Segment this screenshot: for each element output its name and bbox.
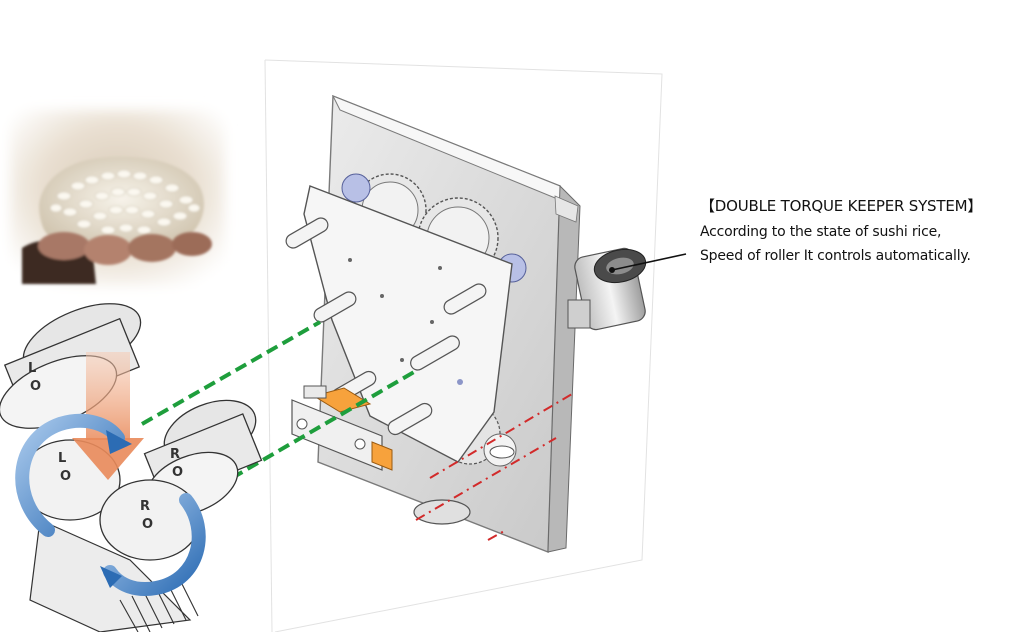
sketch-frame bbox=[264, 59, 663, 632]
roller-letter: O bbox=[172, 465, 183, 480]
roller-letter: O bbox=[30, 379, 41, 394]
green-guide-lines bbox=[141, 320, 416, 480]
motor-icon bbox=[567, 247, 647, 331]
rotation-arrowhead-right bbox=[100, 566, 122, 588]
annotation-block: 【DOUBLE TORQUE KEEPER SYSTEM】 According … bbox=[700, 196, 1030, 266]
roller-letter: L bbox=[58, 451, 66, 466]
hand-fingers bbox=[22, 232, 212, 284]
annotation-title: 【DOUBLE TORQUE KEEPER SYSTEM】 bbox=[700, 197, 983, 215]
lower-mechanism bbox=[413, 445, 515, 525]
rice-photo bbox=[10, 110, 225, 286]
rotation-arrows bbox=[15, 413, 206, 596]
rice-photo-frame bbox=[0, 88, 254, 316]
callout-dot bbox=[609, 267, 615, 273]
rice-ball bbox=[39, 156, 204, 250]
annotation-line-1: According to the state of sushi rice, bbox=[700, 224, 942, 240]
rotation-arrowhead-left bbox=[106, 430, 132, 454]
roller-letter: O bbox=[142, 517, 153, 532]
roller-letter: L bbox=[28, 361, 36, 376]
callout-line bbox=[611, 253, 687, 271]
annotation-line-2: Speed of roller It controls automaticall… bbox=[700, 248, 971, 264]
shafts bbox=[285, 217, 487, 436]
red-guide-lines bbox=[415, 393, 573, 541]
rice-grains bbox=[49, 169, 201, 235]
roller-letter: O bbox=[60, 469, 71, 484]
roller-letter: R bbox=[140, 499, 150, 514]
sensor-bracket bbox=[291, 385, 393, 471]
roller-letters: L O L O R O R O bbox=[28, 361, 183, 532]
roller-letter: R bbox=[170, 447, 180, 462]
